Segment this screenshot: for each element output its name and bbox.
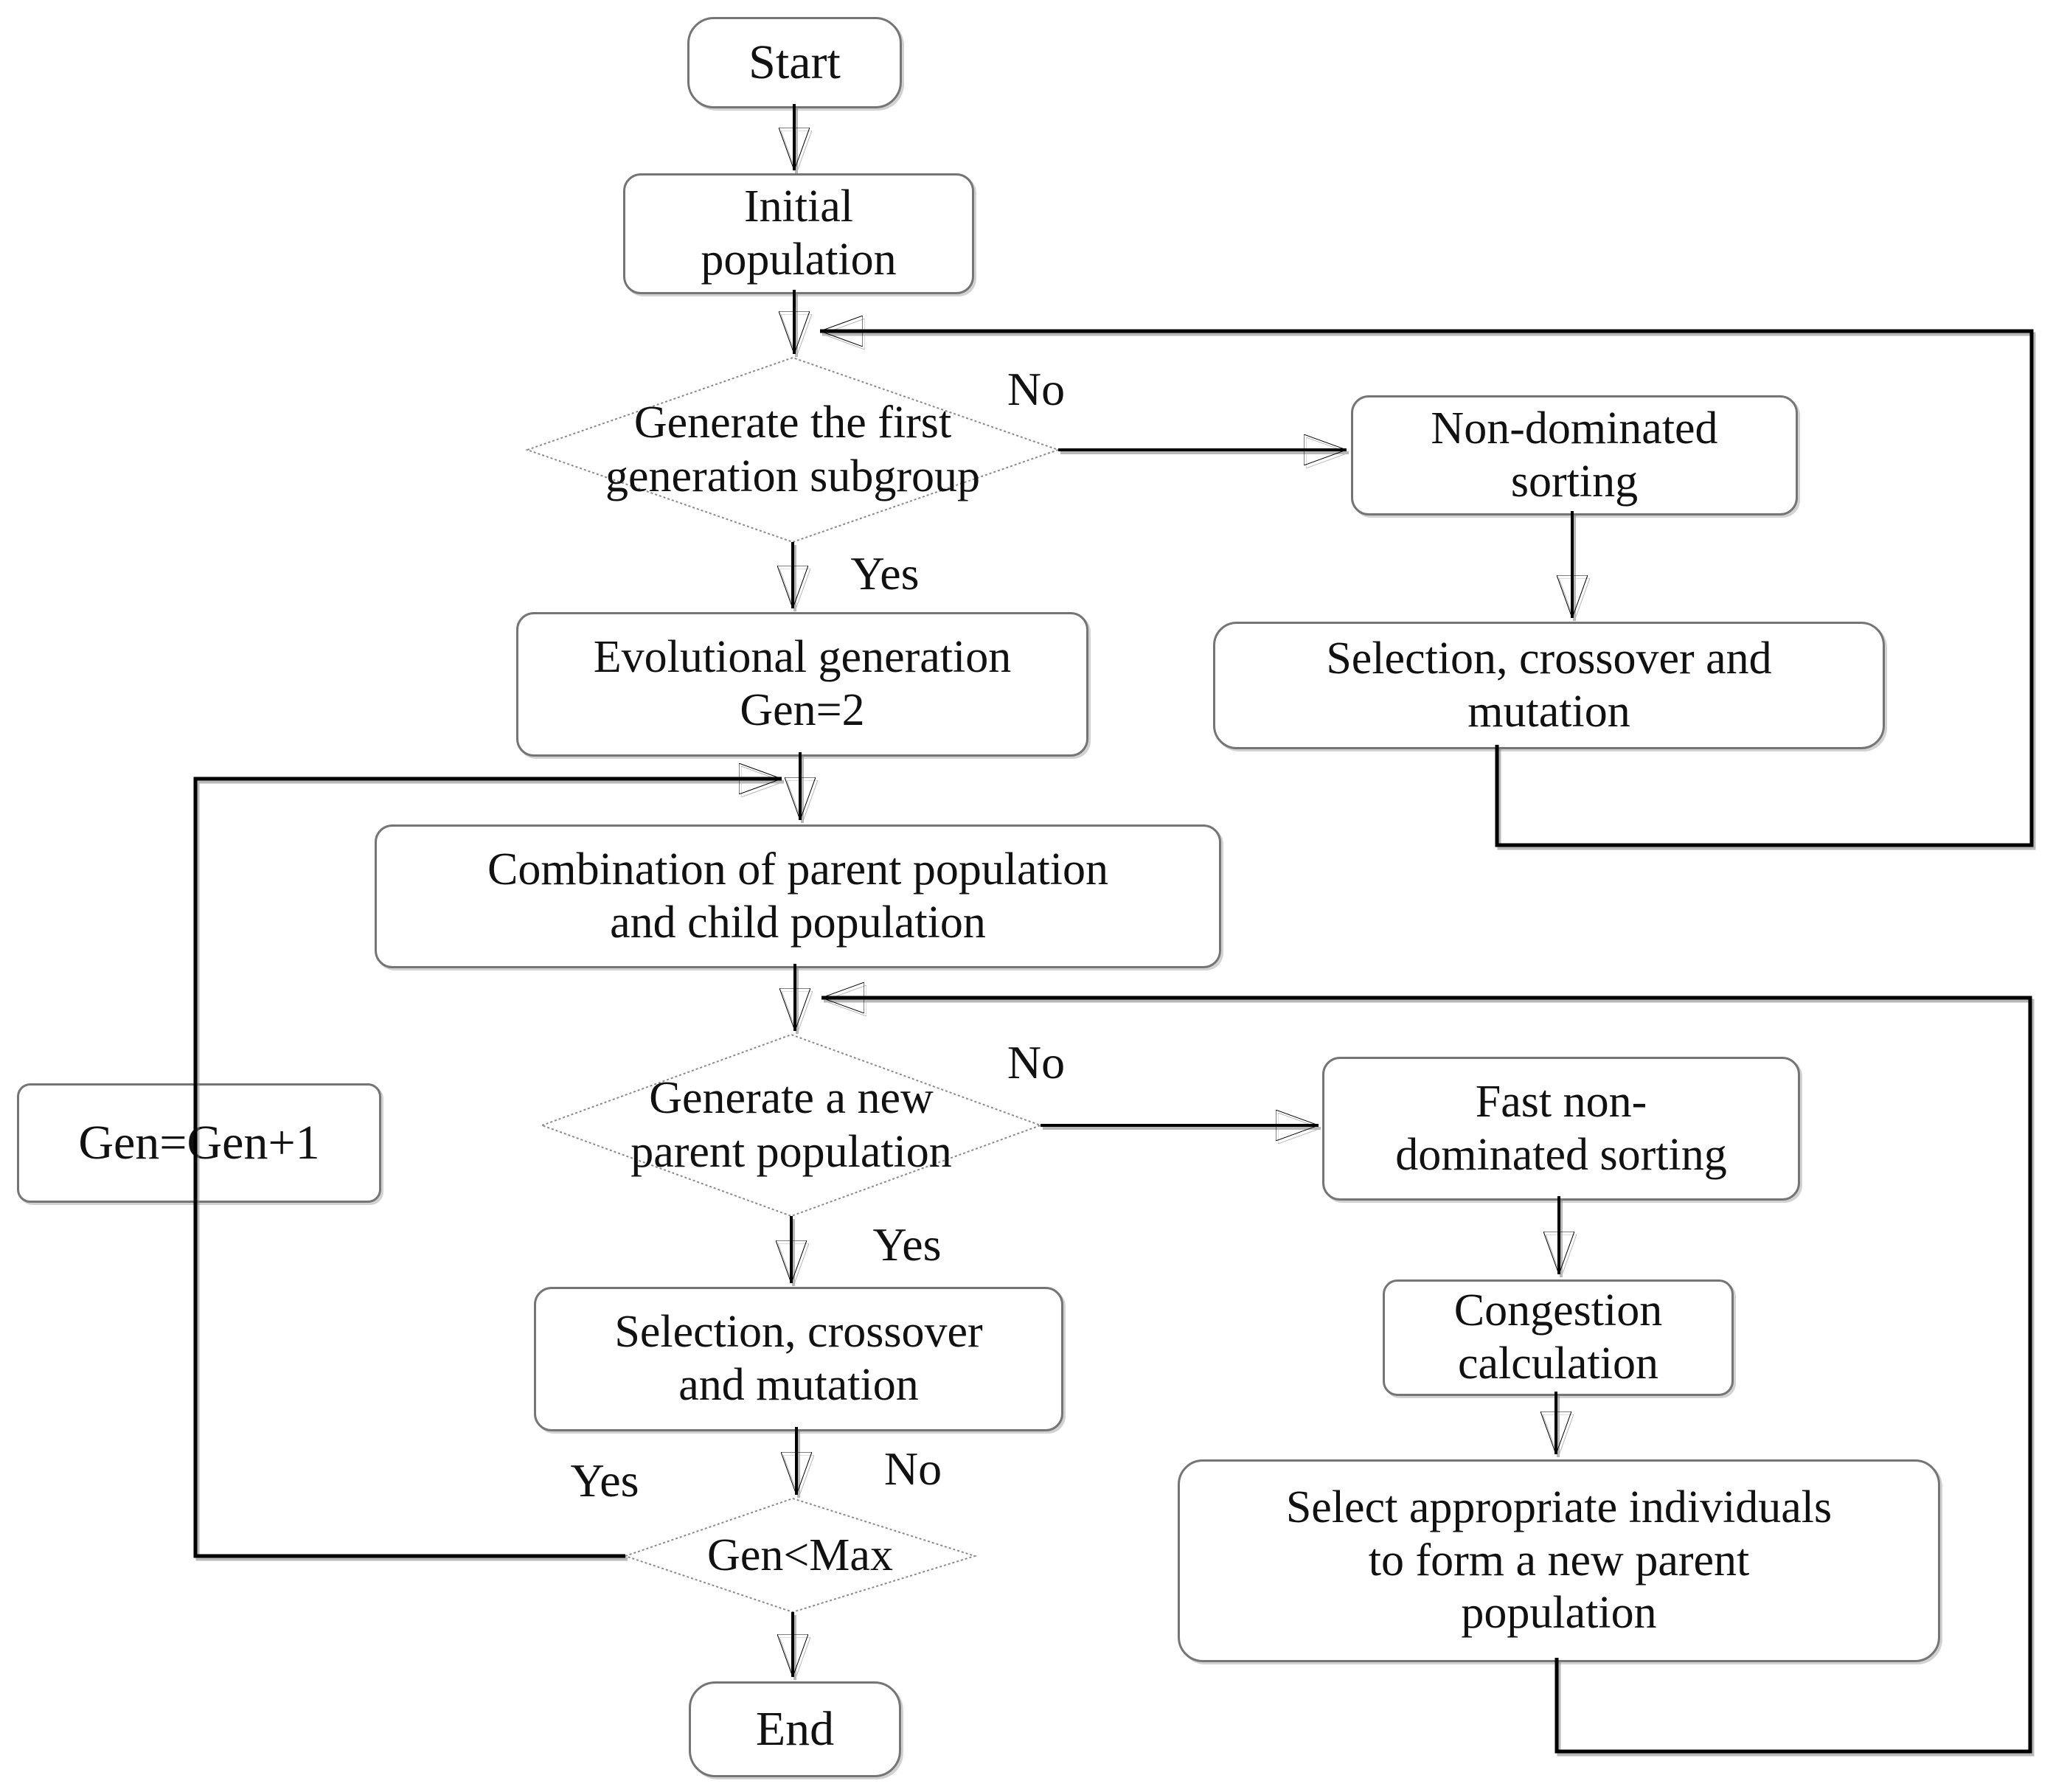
node-evolutional-generation: Evolutional generation Gen=2 <box>516 612 1088 757</box>
node-scm-bottom-line1: Selection, crossover <box>614 1307 983 1358</box>
edge-label-no-first-gen: No <box>1007 363 1066 415</box>
node-nds-line2: sorting <box>1510 456 1639 507</box>
node-gen-increment: Gen=Gen+1 <box>17 1083 381 1203</box>
node-end-label: End <box>755 1701 835 1756</box>
node-congestion-calculation: Congestion calculation <box>1383 1279 1734 1396</box>
node-congestion-line1: Congestion <box>1453 1285 1663 1336</box>
node-combination-line1: Combination of parent population <box>487 844 1109 895</box>
node-fnds-line1: Fast non- <box>1475 1076 1647 1127</box>
node-select-line3: population <box>1461 1588 1657 1639</box>
node-start: Start <box>687 17 902 108</box>
node-initial-population-line2: population <box>701 235 897 285</box>
node-select-line1: Select appropriate individuals <box>1285 1482 1833 1532</box>
decision-gen-max-label: Gen<Max <box>653 1529 948 1583</box>
node-combination: Combination of parent population and chi… <box>375 824 1221 968</box>
node-select-line2: to form a new parent <box>1368 1535 1750 1586</box>
node-start-label: Start <box>748 35 841 89</box>
edge-label-yes-new-parent: Yes <box>872 1218 942 1271</box>
node-gen-increment-label: Gen=Gen+1 <box>78 1115 320 1170</box>
node-fast-non-dominated-sorting: Fast non- dominated sorting <box>1322 1057 1800 1201</box>
decision-new-parent-line1: Generate a new <box>649 1072 934 1123</box>
node-scm-top-line2: mutation <box>1467 686 1630 737</box>
decision-first-generation-line1: Generate the first <box>633 397 952 448</box>
edge-label-yes-gen-max: Yes <box>570 1454 639 1507</box>
node-evo-line2: Gen=2 <box>740 685 865 735</box>
decision-gen-max-line1: Gen<Max <box>707 1530 893 1581</box>
node-end: End <box>689 1681 901 1777</box>
node-selection-crossover-mutation-bottom: Selection, crossover and mutation <box>534 1287 1063 1431</box>
node-initial-population-line1: Initial <box>743 181 854 232</box>
node-non-dominated-sorting: Non-dominated sorting <box>1351 395 1798 515</box>
node-combination-line2: and child population <box>610 897 986 948</box>
node-scm-top-line1: Selection, crossover and <box>1326 633 1772 684</box>
node-fnds-line2: dominated sorting <box>1395 1129 1727 1180</box>
node-evo-line1: Evolutional generation <box>593 632 1012 683</box>
node-scm-bottom-line2: and mutation <box>678 1360 919 1410</box>
node-selection-crossover-mutation-top: Selection, crossover and mutation <box>1213 622 1885 749</box>
decision-new-parent-line2: parent population <box>631 1127 952 1177</box>
edge-label-no-new-parent: No <box>1007 1036 1066 1088</box>
node-initial-population: Initial population <box>623 173 974 294</box>
edge-label-yes-first-gen: Yes <box>850 547 920 600</box>
node-congestion-line2: calculation <box>1458 1338 1658 1389</box>
node-select-appropriate: Select appropriate individuals to form a… <box>1178 1459 1940 1662</box>
edge-label-no-gen-max: No <box>883 1442 942 1495</box>
decision-new-parent-label: Generate a new parent population <box>496 1072 1086 1177</box>
node-nds-line1: Non-dominated <box>1431 403 1718 454</box>
decision-first-generation-line2: generation subgroup <box>605 451 980 501</box>
